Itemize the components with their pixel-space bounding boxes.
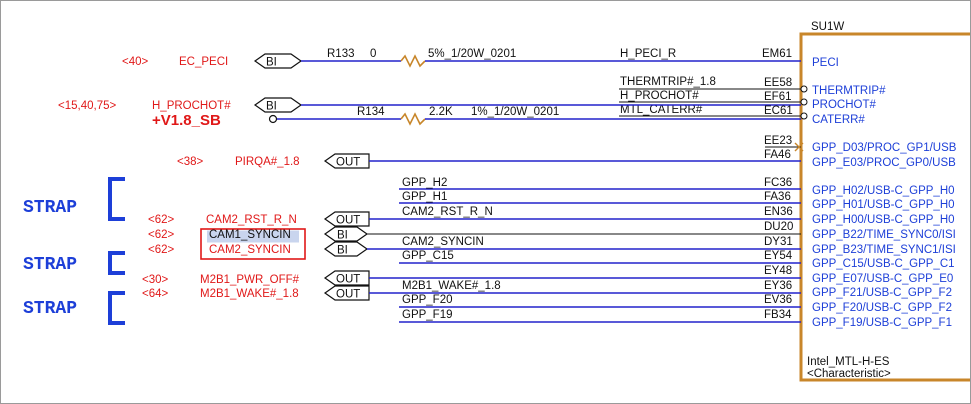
pin-name-gpp-e07: GPP_E07/USB-C_GPP_E0 xyxy=(812,273,953,285)
pin-bubble-caterr xyxy=(800,112,808,120)
net-thermtrip: THERMTRIP#_1.8 xyxy=(620,76,716,88)
bi-flag-prochot xyxy=(253,97,303,113)
pin-name-gpp-h00: GPP_H00/USB-C_GPP_H0 xyxy=(812,214,955,226)
out-flag-text-cam2-rst: OUT xyxy=(336,215,360,227)
resistor-ref-r133: R133 xyxy=(327,48,355,60)
pin-name-gpp-f20: GPP_F20/USB-C_GPP_F2 xyxy=(812,302,952,314)
net-gpp-h2: GPP_H2 xyxy=(402,177,447,189)
highlight-fill-cam1-syncin xyxy=(207,230,299,243)
pin-name-prochot: PROCHOT# xyxy=(812,99,877,111)
resistor-spec-r133: 5%_1/20W_0201 xyxy=(428,48,516,60)
net-cam2-syncin: CAM2_SYNCIN xyxy=(402,236,484,248)
offpage-name-wake: M2B1_WAKE#_1.8 xyxy=(200,288,299,300)
pin-ball-ee58: EE58 xyxy=(764,77,792,89)
strap-label-1: STRAP xyxy=(23,198,77,218)
out-flag-text-wake: OUT xyxy=(336,289,360,301)
offpage-name-cam2-syncin: CAM2_SYNCIN xyxy=(209,244,291,256)
pin-ball-du20: DU20 xyxy=(764,221,793,233)
strap-bracket-2 xyxy=(108,251,125,275)
offpage-name-pirqa: PIRQA#_1.8 xyxy=(235,156,300,168)
pin-ball-dy31: DY31 xyxy=(764,236,793,248)
strap-bracket-1 xyxy=(108,177,125,221)
pin-ball-fc36: FC36 xyxy=(764,177,792,189)
offpage-ref-pwr-off: <30> xyxy=(142,274,169,286)
offpage-ref-wake: <64> xyxy=(142,288,169,300)
offpage-name-ec-peci: EC_PECI xyxy=(179,56,228,68)
bi-flag-text-cam1-syncin: BI xyxy=(337,230,348,242)
offpage-ref-pirqa: <38> xyxy=(177,156,204,168)
net-gpp-c15: GPP_C15 xyxy=(402,250,454,262)
pin-name-gpp-e03: GPP_E03/PROC_GP0/USB xyxy=(812,157,956,169)
pin-ball-ee23: EE23 xyxy=(764,135,792,147)
pin-ball-fb34: FB34 xyxy=(764,309,792,321)
net-gpp-f19: GPP_F19 xyxy=(402,309,453,321)
pin-ball-ef61: EF61 xyxy=(764,91,792,103)
net-gpp-f20: GPP_F20 xyxy=(402,294,453,306)
strap-bracket-3 xyxy=(108,291,125,325)
net-cam2-rst: CAM2_RST_R_N xyxy=(402,206,493,218)
net-wake: M2B1_WAKE#_1.8 xyxy=(402,280,501,292)
net-h-peci-r: H_PECI_R xyxy=(620,48,676,60)
resistor-spec-r134: 1%_1/20W_0201 xyxy=(471,106,559,118)
chip-outline xyxy=(799,32,970,382)
pin-name-gpp-h02: GPP_H02/USB-C_GPP_H0 xyxy=(812,185,955,197)
pin-bubble-thermtrip xyxy=(800,85,808,93)
pin-ball-ec61: EC61 xyxy=(764,105,793,117)
bi-flag-text-cam2-syncin: BI xyxy=(337,245,348,257)
net-gpp-h1: GPP_H1 xyxy=(402,191,447,203)
out-flag-text-pirqa: OUT xyxy=(336,157,360,169)
offpage-name-pwr-off: M2B1_PWR_OFF# xyxy=(200,274,300,286)
offpage-name-cam1-syncin: CAM1_SYNCIN xyxy=(209,229,291,241)
pin-name-gpp-c15: GPP_C15/USB-C_GPP_C1 xyxy=(812,258,955,270)
pin-name-gpp-f19: GPP_F19/USB-C_GPP_F1 xyxy=(812,317,952,329)
out-flag-text-pwr-off: OUT xyxy=(336,274,360,286)
pin-name-gpp-b22: GPP_B22/TIME_SYNC0/ISI xyxy=(812,229,956,241)
resistor-value-r134: 2.2K xyxy=(429,106,453,118)
offpage-ref-prochot: <15,40,75> xyxy=(58,100,116,112)
pin-name-gpp-d03: GPP_D03/PROC_GP1/USB xyxy=(812,142,957,154)
pin-ball-ey54: EY54 xyxy=(764,250,793,262)
resistor-symbol-r134 xyxy=(400,112,426,126)
pin-ball-ey48: EY48 xyxy=(764,265,792,277)
strap-label-2: STRAP xyxy=(23,255,77,275)
bi-flag-ec-peci xyxy=(253,53,303,69)
power-rail-connector xyxy=(268,114,278,124)
pin-name-gpp-f21: GPP_F21/USB-C_GPP_F2 xyxy=(812,287,952,299)
chip-ref: SU1W xyxy=(811,21,844,33)
pin-bubble-prochot xyxy=(800,98,808,106)
pin-ball-ey36: EY36 xyxy=(764,280,792,292)
pin-ball-fa46: FA46 xyxy=(764,149,791,161)
chip-characteristic: <Characteristic> xyxy=(807,368,891,380)
resistor-ref-r134: R134 xyxy=(357,106,385,118)
offpage-name-cam2-rst: CAM2_RST_R_N xyxy=(206,214,297,226)
offpage-ref-cam1-syncin: <62> xyxy=(148,229,175,241)
offpage-name-prochot: H_PROCHOT# xyxy=(152,100,231,112)
strap-label-3: STRAP xyxy=(23,299,77,319)
bi-flag-text-ec-peci: BI xyxy=(266,57,277,69)
pin-ball-ev36: EV36 xyxy=(764,294,792,306)
highlight-box-syncin xyxy=(200,228,306,260)
power-rail-label: +V1.8_SB xyxy=(152,112,221,129)
resistor-symbol-r133 xyxy=(400,54,426,68)
pin-name-thermtrip: THERMTRIP# xyxy=(812,85,886,97)
pin-ball-fa36: FA36 xyxy=(764,191,791,203)
pin-name-peci: PECI xyxy=(812,57,839,69)
resistor-value-r133: 0 xyxy=(370,48,376,60)
offpage-ref-cam2-rst: <62> xyxy=(148,214,175,226)
chip-part: Intel_MTL-H-ES xyxy=(807,356,890,368)
no-connect-mark-ee23-b xyxy=(794,142,804,152)
pin-name-gpp-b23: GPP_B23/TIME_SYNC1/ISI xyxy=(812,244,956,256)
pin-name-gpp-h01: GPP_H01/USB-C_GPP_H0 xyxy=(812,199,955,211)
net-prochot: H_PROCHOT# xyxy=(620,90,699,102)
offpage-ref-ec-peci: <40> xyxy=(122,56,149,68)
pin-name-caterr: CATERR# xyxy=(812,114,865,126)
pin-ball-en36: EN36 xyxy=(764,206,793,218)
offpage-ref-cam2-syncin: <62> xyxy=(148,244,175,256)
bi-flag-text-prochot: BI xyxy=(266,101,277,113)
pin-ball-em61: EM61 xyxy=(762,48,792,60)
net-caterr: MTL_CATERR# xyxy=(620,104,703,116)
